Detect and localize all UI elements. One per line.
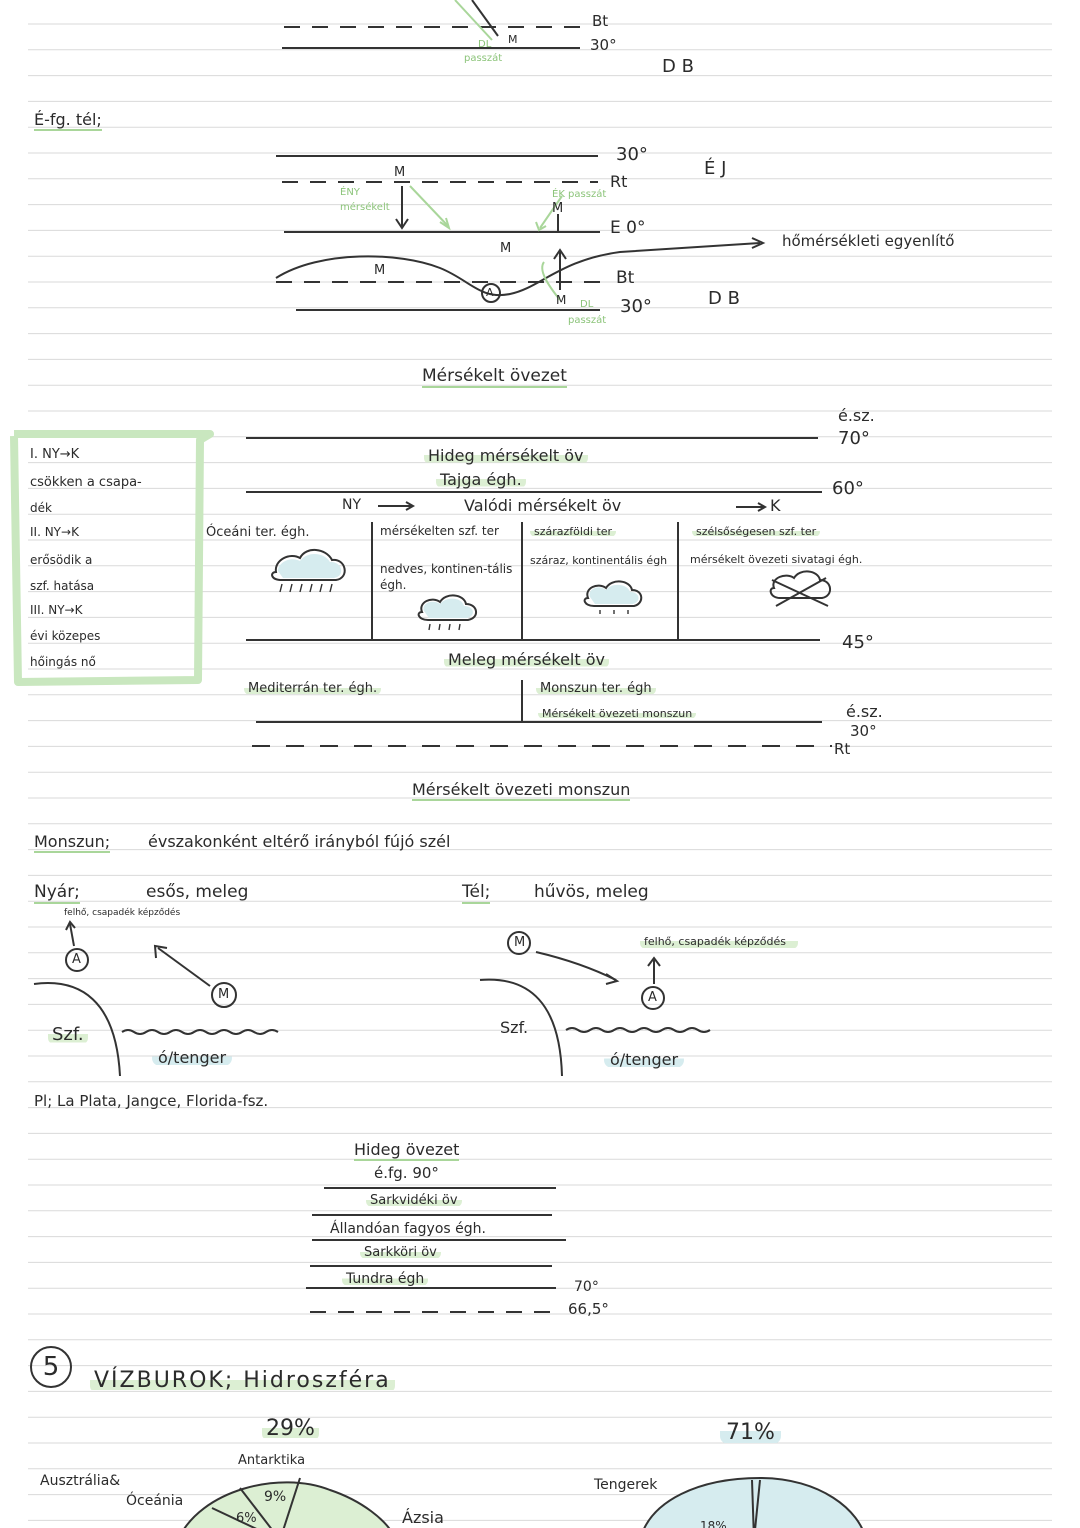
temperate-rt-label: Rt [834, 740, 851, 758]
australia-label: Ausztrália& [40, 1473, 121, 1489]
side-note-line: erősödik a [30, 553, 93, 567]
warm-temperate-zone: Meleg mérsékelt öv [444, 652, 609, 668]
tundra-climate-label: Tundra égh [342, 1272, 429, 1286]
winter-m-label-4: M [374, 263, 386, 278]
summer-ocean-label: ó/tenger [152, 1050, 233, 1066]
column-continental-heading: szárazföldi ter [530, 526, 617, 537]
winter-ny-passat: ÉNY mérsékelt [340, 187, 390, 213]
subpolar-zone-label: Sarkköri öv [360, 1246, 441, 1259]
top-db-label: D B [662, 56, 694, 77]
top-passat-label: passzát [464, 53, 503, 64]
summer-m-label: M [218, 987, 230, 1002]
cold-lat-665: 66,5° [568, 1300, 609, 1318]
lat-30-label: 30° [850, 722, 877, 740]
mediterranean-climate: Mediterrán ter. égh. [244, 682, 382, 695]
winter-m-label-2: M [552, 201, 564, 216]
real-temperate-zone: Valódi mérsékelt öv [464, 496, 622, 515]
winter-desc: hűvös, meleg [534, 882, 649, 902]
cold-zone-title: Hideg övezet [354, 1140, 460, 1161]
pie-slice-6-label: 6% [236, 1511, 257, 1526]
thermal-equator-label: hőmérsékleti egyenlítő [782, 232, 955, 250]
cold-lat-70: 70° [574, 1279, 599, 1295]
cold-temperate-zone: Hideg mérsékelt öv [424, 448, 588, 464]
oceania-label: Óceánia [126, 1493, 184, 1509]
lat-north-label: é.sz. [838, 406, 875, 425]
winter-a-label: A [648, 990, 657, 1005]
oceans-label: Tengerek [594, 1477, 658, 1493]
winter-title: É-fg. tél; [34, 110, 102, 131]
winter-ocean-label: ó/tenger [604, 1052, 685, 1068]
monsoon-area-climate: Monszun ter. égh [536, 682, 656, 695]
summer-land-label: Szf. [48, 1026, 88, 1044]
winter-m-label-5: M [556, 293, 567, 307]
side-note-line: szf. hatása [30, 579, 95, 593]
monsoon-definition: évszakonként eltérő irányból fújó szél [148, 832, 451, 851]
winter-ek-passat: ÉK passzát [552, 189, 607, 200]
lat-70-label: 70° [838, 428, 870, 449]
winter-lat-30-bottom: 30° [620, 296, 652, 317]
top-lat-30: 30° [590, 36, 617, 54]
side-note-line: csökken a csapa- [30, 475, 142, 490]
summer-note: felhő, csapadék képződés [64, 908, 181, 918]
column-oceanic-heading: Óceáni ter. égh. [206, 525, 310, 540]
winter-ej-label: É J [704, 158, 727, 179]
winter-m-label-3: M [500, 241, 512, 256]
winter-dl-label: DL [580, 299, 594, 310]
lat-45-label: 45° [842, 632, 874, 653]
pie-slice-9-label: 9% [264, 1489, 287, 1505]
side-note-line: II. NY→K [30, 525, 79, 539]
land-percentage: 29% [262, 1418, 319, 1440]
winter-bt-label: Bt [616, 268, 635, 288]
winter-equator-label: E 0° [610, 218, 646, 238]
k-label: K [770, 496, 781, 515]
cold-lat-90: é.fg. 90° [374, 1164, 439, 1182]
top-m-label: M [508, 33, 518, 46]
permafrost-climate-label: Állandóan fagyos égh. [330, 1221, 486, 1237]
winter-label: Tél; [462, 882, 491, 904]
section-number: 5 [42, 1352, 60, 1382]
side-note-line: I. NY→K [30, 447, 80, 462]
winter-land-label: Szf. [500, 1018, 529, 1037]
winter-m-label: M [514, 935, 526, 950]
column-moderate-sub: nedves, kontinen-tális égh. [380, 562, 513, 592]
water-percentage: 71% [720, 1422, 781, 1444]
column-continental-sub: száraz, kontinentális égh [530, 554, 668, 567]
lat-60-label: 60° [832, 478, 864, 499]
winter-lat-30-top: 30° [616, 144, 648, 165]
column-extreme-heading: szélsőségesen szf. ter [692, 526, 821, 537]
monsoon-examples: Pl; La Plata, Jangce, Florida-fsz. [34, 1092, 269, 1110]
summer-a-label: A [72, 952, 81, 967]
taiga-climate: Tajga égh. [436, 472, 526, 488]
winter-rt-label: Rt [610, 172, 628, 191]
ny-label: NY [342, 497, 362, 513]
winter-passat-label: passzát [568, 315, 607, 326]
monsoon-definition-term: Monszun; [34, 832, 111, 853]
antarctica-label: Antarktika [238, 1453, 306, 1468]
side-note-line: évi közepes [30, 629, 101, 643]
side-note-line: III. NY→K [30, 603, 83, 617]
winter-a-label: A [486, 286, 494, 299]
asia-label: Ázsia [402, 1508, 444, 1527]
winter-note: felhő, csapadék képződés [640, 934, 798, 950]
side-note-line: hőingás nő [30, 655, 96, 669]
pie-slice-18-label: 18% [700, 1519, 727, 1528]
column-extreme-sub: mérsékelt övezeti sivatagi égh. [690, 553, 863, 566]
side-note-line: dék [30, 501, 52, 515]
top-dl-label: DL [478, 39, 492, 50]
lat-north-label-2: é.sz. [846, 702, 883, 721]
temperate-title: Mérsékelt övezet [422, 366, 567, 388]
temperate-monsoon-label: Mérsékelt övezeti monszun [538, 708, 697, 719]
polar-zone-label: Sarkvidéki öv [366, 1194, 462, 1207]
summer-desc: esős, meleg [146, 882, 249, 902]
winter-db-label: D B [708, 288, 740, 309]
monsoon-title: Mérsékelt övezeti monszun [412, 780, 631, 801]
winter-m-label-1: M [394, 165, 406, 180]
summer-label: Nyár; [34, 882, 80, 904]
hydrosphere-title: VÍZBUROK; Hidroszféra [90, 1370, 395, 1392]
top-bt-label: Bt [592, 12, 609, 30]
column-moderate-heading: mérsékelten szf. ter [380, 524, 499, 538]
section-number-badge: 5 [30, 1346, 72, 1388]
